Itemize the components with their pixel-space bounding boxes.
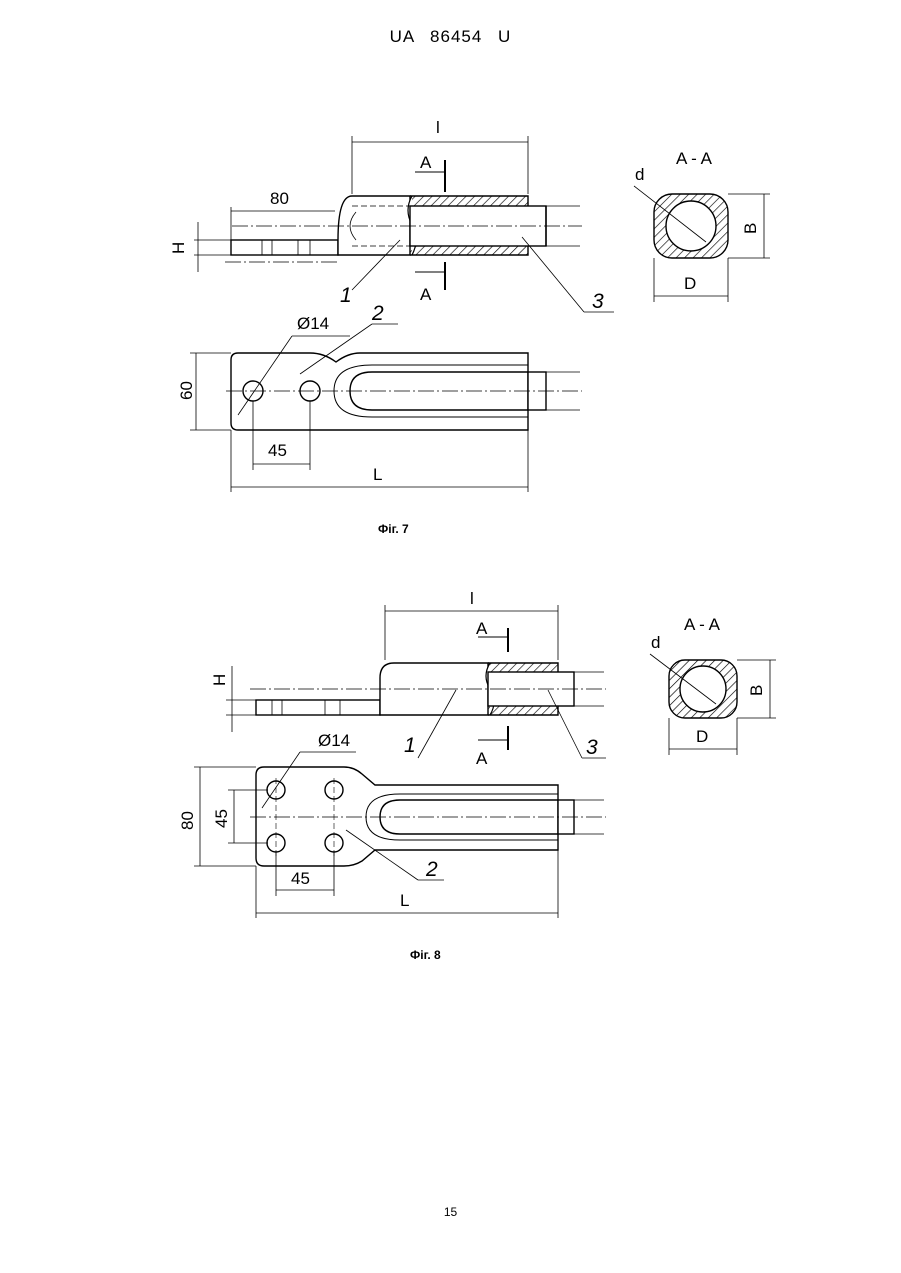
- fig7-section-a-top: A: [420, 153, 432, 172]
- fig7-dim-phi14: Ø14: [297, 314, 329, 333]
- fig8-section-a-top: A: [476, 619, 488, 638]
- fig8-dim-h: H: [210, 674, 229, 686]
- fig8-section-a-bottom: A: [476, 749, 488, 768]
- fig8-section-D: D: [696, 727, 708, 746]
- fig7-section-D: D: [684, 274, 696, 293]
- fig8-section-aa: [650, 654, 776, 755]
- fig7-caption: Фіг. 7: [378, 522, 409, 536]
- fig8-section-title: A - A: [684, 615, 721, 634]
- fig7-dim-h: H: [169, 242, 188, 254]
- fig8-dim-l: l: [470, 589, 474, 608]
- fig7-section-a-bottom: A: [420, 285, 432, 304]
- fig7-label-3: 3: [592, 290, 604, 313]
- fig7-section-d: d: [635, 165, 644, 184]
- fig7-dim-L: L: [373, 465, 382, 484]
- fig8-caption: Фіг. 8: [410, 948, 441, 962]
- fig7-section-aa: [634, 186, 770, 302]
- fig8-dim-L: L: [400, 891, 409, 910]
- fig7-section-b: B: [741, 223, 760, 234]
- fig8-dim-80: 80: [178, 811, 197, 830]
- fig8-label-2: 2: [425, 858, 438, 881]
- fig7-label-1: 1: [340, 284, 352, 307]
- page-number: 15: [0, 1205, 901, 1219]
- fig8-label-3: 3: [586, 736, 598, 759]
- fig7-dim-45: 45: [268, 441, 287, 460]
- fig7-label-2: 2: [371, 302, 384, 325]
- fig8-section-d: d: [651, 633, 660, 652]
- fig8-side-view: [226, 605, 606, 758]
- fig8-section-b: B: [747, 685, 766, 696]
- fig7-dim-80: 80: [270, 189, 289, 208]
- fig8-dim-phi14: Ø14: [318, 731, 350, 750]
- fig8-dim-45-horizontal: 45: [291, 869, 310, 888]
- fig7-dim-l: l: [436, 118, 440, 137]
- fig7-side-view: [194, 136, 614, 312]
- fig7-dim-60: 60: [177, 381, 196, 400]
- fig8-dim-45-vertical: 45: [212, 809, 231, 828]
- fig7-section-title: A - A: [676, 149, 713, 168]
- fig8-label-1: 1: [404, 734, 416, 757]
- fig7-plan-view: [190, 324, 582, 492]
